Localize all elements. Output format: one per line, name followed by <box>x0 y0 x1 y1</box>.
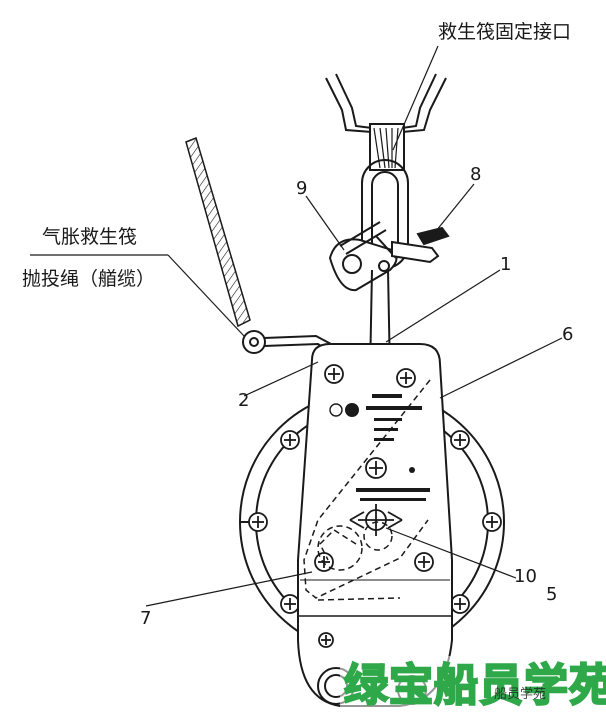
leader-9 <box>305 195 345 251</box>
leader-7 <box>145 571 313 607</box>
bolt <box>414 552 434 572</box>
release-pin <box>391 226 450 264</box>
bolt <box>318 632 334 648</box>
bolt <box>450 430 470 450</box>
callout-10: 10 <box>514 566 537 587</box>
callout-9: 9 <box>296 178 307 199</box>
weak-link-assembly <box>328 221 398 292</box>
raft-label-line1: 气胀救生筏 <box>42 226 137 248</box>
bolt <box>248 512 268 532</box>
callout-7: 7 <box>140 608 151 629</box>
housing-bolts <box>248 430 502 614</box>
callout-2: 2 <box>238 390 249 411</box>
release-front-plate <box>297 343 453 707</box>
bolt <box>482 512 502 532</box>
bolt <box>280 430 300 450</box>
leader-10 <box>385 527 517 579</box>
callout-6: 6 <box>562 324 573 345</box>
nameplate-marks <box>329 394 430 501</box>
bolt <box>365 457 387 479</box>
fixed-interface-label: 救生筏固定接口 <box>438 21 571 43</box>
raft-painter-rope <box>185 136 251 328</box>
hidden-blade-outline <box>303 379 431 601</box>
raft-label-line2: 抛投绳（艏缆） <box>22 268 155 290</box>
callout-5: 5 <box>546 584 557 605</box>
bolt <box>280 594 300 614</box>
watermark-small: 船员学苑 <box>494 686 546 702</box>
raft-fixed-interface-hook <box>325 73 447 171</box>
callout-8: 8 <box>470 164 481 185</box>
bolt <box>396 368 416 388</box>
leader-2 <box>243 361 319 397</box>
leader-1 <box>385 269 501 343</box>
fixed-interface-leader <box>392 45 439 151</box>
bolt <box>450 594 470 614</box>
release-spindle <box>349 504 403 536</box>
watermark-main: 绿宝船员学苑 <box>344 660 606 711</box>
raft-label-leader <box>167 254 245 337</box>
bolt <box>324 364 344 384</box>
callout-1: 1 <box>500 254 511 275</box>
watermark: 绿宝船员学苑 船员学苑 <box>340 656 606 712</box>
leader-8 <box>431 183 475 237</box>
leader-6 <box>439 337 563 399</box>
